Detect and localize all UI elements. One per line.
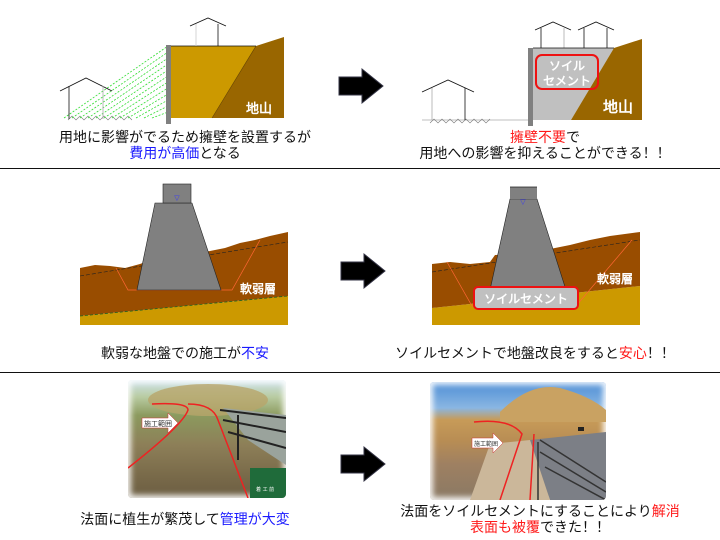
caption-text: となる	[199, 146, 241, 162]
arrow-right-icon	[340, 445, 386, 483]
house-icon	[577, 21, 615, 48]
pier-cap	[162, 183, 192, 204]
svg-text:▽: ▽	[520, 198, 526, 206]
soil-cement-fill	[533, 48, 614, 120]
caption-tail: ！！	[646, 346, 675, 362]
pier-cap	[510, 187, 537, 199]
caption-line: 法面をソイルセメントにすることにより解消	[380, 504, 700, 520]
caption-line: 費用が高価となる	[40, 146, 330, 162]
bearing-layer	[80, 296, 288, 325]
caption-line: 用地に影響がでるため擁壁を設置するが	[59, 130, 311, 146]
house-icon	[534, 21, 572, 48]
natural-ground	[212, 37, 284, 118]
after-photo: 施工範囲	[430, 382, 606, 500]
after-photo-overlay	[470, 387, 606, 500]
natural-ground-label: 地山	[246, 101, 272, 117]
retaining-wall-after-diagram: ソイル セメント 地山	[421, 21, 642, 126]
retaining-wall-after-caption: 擁壁不要で 用地への影響を抑えることができる！！	[400, 130, 690, 162]
construction-area-tag: 施工範囲	[474, 441, 499, 448]
soil-cement-layer	[473, 286, 579, 310]
soil-cement-label-line2: セメント	[543, 74, 591, 88]
caption-highlight: 表面も被覆	[470, 520, 540, 536]
soft-layer-label: 軟弱層	[597, 271, 633, 286]
soft-ground-before-caption: 軟弱な地盤での施工が不安	[40, 346, 330, 362]
fill-soil	[171, 46, 256, 118]
slope-after-caption: 法面をソイルセメントにすることにより解消 表面も被覆できた！！	[380, 504, 700, 536]
site-signboard-text: 着 工 前	[256, 487, 275, 493]
retaining-wall-before-caption: 用地に影響がでるため擁壁を設置するが 費用が高価となる	[40, 130, 330, 162]
section-soft-ground: ▽ 軟弱層 ▽ ソイルセメント 軟弱層 軟弱な地盤での施工が不安 ソイルセメント…	[40, 183, 685, 362]
soft-ground-before-diagram: ▽ 軟弱層	[79, 183, 289, 325]
arrow-right-icon	[338, 67, 384, 105]
caption-highlight: 不安	[241, 346, 269, 362]
caption-text: 法面に植生が繁茂して	[80, 512, 220, 528]
retaining-wall	[528, 48, 533, 126]
house-icon	[189, 17, 227, 46]
retaining-wall	[166, 45, 171, 124]
soft-ground-after-caption: ソイルセメントで地盤改良をすると安心！！	[385, 346, 685, 362]
caption-text: で	[566, 130, 580, 146]
caption-line: 用地への影響を抑えることができる！！	[419, 146, 671, 162]
caption-text: できた！！	[540, 520, 610, 536]
caption-highlight: 解消	[651, 504, 680, 520]
soil-cement-label-line1: ソイル	[549, 59, 585, 73]
soft-ground-after-diagram: ▽ ソイルセメント 軟弱層	[431, 186, 641, 325]
slope-before-caption: 法面に植生が繁茂して管理が大変	[40, 512, 330, 528]
construction-area-tag: 施工範囲	[144, 420, 172, 428]
caption-text: ソイルセメントで地盤改良をすると	[395, 346, 619, 362]
svg-text:▽: ▽	[174, 194, 180, 202]
natural-ground	[571, 39, 642, 120]
natural-ground-label: 地山	[603, 98, 633, 116]
caption-highlight: 擁壁不要	[510, 130, 566, 146]
house-icon	[59, 77, 113, 119]
before-photo-overlay	[128, 384, 286, 498]
caption-highlight: 管理が大変	[219, 512, 290, 528]
arrow-right-icon	[340, 252, 386, 290]
before-photo: 施工範囲 着 工 前	[128, 380, 286, 498]
soil-cement-highlight-box	[535, 54, 599, 90]
retaining-wall-before-diagram: 地山	[59, 17, 284, 124]
caption-line: 表面も被覆できた！！	[380, 520, 700, 536]
influence-lines	[63, 45, 169, 119]
section-divider	[0, 168, 720, 169]
caption-text: 法面をソイルセメントにすることにより	[400, 504, 652, 520]
house-icon	[421, 79, 475, 120]
soil-cement-label: ソイルセメント	[484, 292, 568, 306]
caption-highlight: 費用が高価	[129, 146, 200, 162]
caption-highlight: 安心	[618, 346, 647, 362]
section-divider	[0, 372, 720, 373]
caption-line: 擁壁不要で	[400, 130, 690, 146]
caption-text: 軟弱な地盤での施工が	[101, 346, 241, 362]
soft-layer-label: 軟弱層	[240, 281, 276, 296]
section-retaining-wall: 地山 ソイル セメント 地山 用地に影響がでるた	[0, 0, 720, 170]
